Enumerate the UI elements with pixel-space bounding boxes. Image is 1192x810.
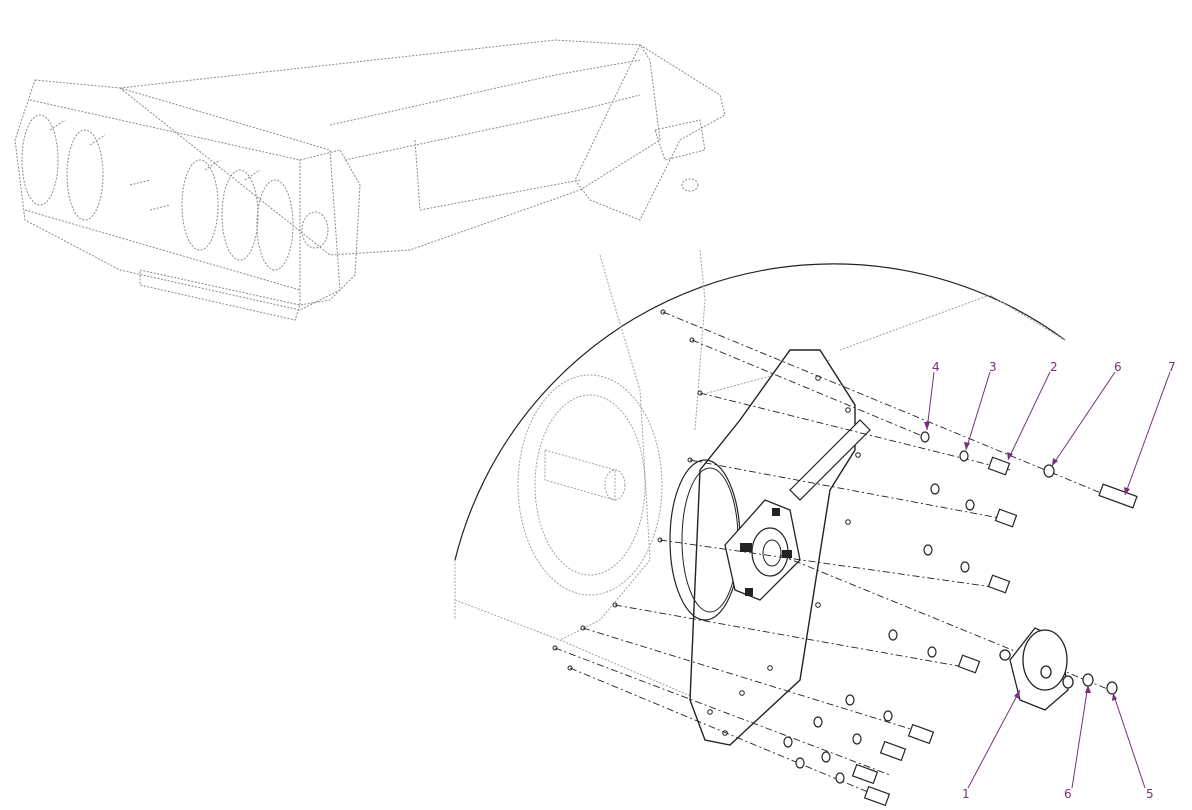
leader-4 xyxy=(926,371,935,431)
leader-6-bottom xyxy=(1071,684,1089,789)
bolt-2 xyxy=(987,456,1011,476)
callout-arrowheads xyxy=(924,422,1130,701)
callout-label-4: 4 xyxy=(932,360,940,374)
callout-label-6-top: 6 xyxy=(1114,360,1122,374)
callout-label-2: 2 xyxy=(1050,360,1058,374)
detail-view xyxy=(454,249,1138,807)
detail-boundary-arc xyxy=(454,263,1066,561)
callout-label-6-bottom: 6 xyxy=(1064,787,1072,801)
leader-6-top xyxy=(1051,371,1116,467)
callout-label-7: 7 xyxy=(1168,360,1176,374)
cylinder-part-1 xyxy=(999,627,1074,711)
leader-2 xyxy=(1007,371,1051,461)
leader-7 xyxy=(1124,371,1171,496)
machine-overview xyxy=(14,39,726,321)
callout-label-1: 1 xyxy=(962,787,970,801)
leader-5 xyxy=(1112,692,1146,789)
leader-3 xyxy=(965,371,991,451)
angle-strip xyxy=(789,419,871,501)
leader-1 xyxy=(967,689,1021,789)
callout-label-5: 5 xyxy=(1146,787,1154,801)
callout-label-3: 3 xyxy=(989,360,997,374)
callouts xyxy=(926,371,1171,789)
bolt-7 xyxy=(1098,483,1138,509)
